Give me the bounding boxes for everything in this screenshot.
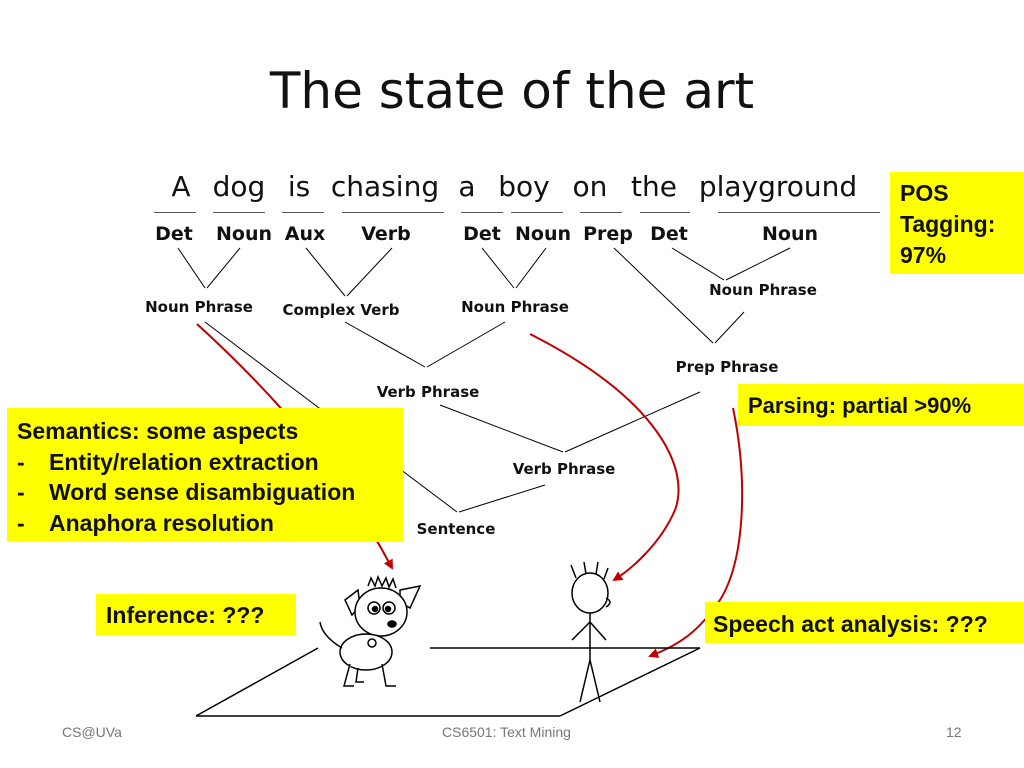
semantics-callout: Semantics: some aspects - Entity/relatio…: [7, 408, 403, 542]
word-underline: [461, 212, 503, 213]
semantics-item-text: Word sense disambiguation: [49, 479, 356, 505]
pos-tagging-line: 97%: [900, 242, 947, 268]
semantics-item: - Word sense disambiguation: [17, 477, 403, 508]
node-prep-phrase: Prep Phrase: [675, 358, 779, 376]
bullet-dash: -: [17, 448, 25, 475]
semantics-item: - Anaphora resolution: [17, 508, 403, 539]
boy-figure: [570, 561, 611, 703]
pos-tag: Noun: [761, 223, 819, 245]
pos-tag: Verb: [361, 223, 411, 245]
word-underline: [718, 212, 880, 213]
sentence-word: boy: [498, 170, 550, 203]
semantics-title: Semantics: some aspects: [17, 418, 299, 444]
slide-title: The state of the art: [269, 62, 755, 120]
word-underline: [511, 212, 563, 213]
pos-tag: Det: [463, 223, 501, 245]
word-underline: [580, 212, 622, 213]
sentence-word: chasing: [330, 170, 440, 203]
pos-tag: Det: [155, 223, 193, 245]
node-sentence: Sentence: [416, 520, 496, 538]
parsing-callout: Parsing: partial >90%: [738, 384, 1024, 426]
node-noun-phrase: Noun Phrase: [461, 298, 569, 316]
pos-tag: Prep: [583, 223, 633, 245]
node-noun-phrase: Noun Phrase: [709, 281, 817, 299]
sentence-word: playground: [698, 170, 858, 203]
pos-tagging-callout: POS Tagging: 97%: [890, 172, 1024, 274]
semantics-item: - Entity/relation extraction: [17, 447, 403, 478]
pos-tag: Aux: [284, 223, 326, 245]
inference-callout: Inference: ???: [96, 594, 296, 635]
word-underline: [213, 212, 265, 213]
semantics-item-text: Entity/relation extraction: [49, 448, 319, 475]
dog-figure: [319, 574, 422, 687]
sentence-word: on: [572, 170, 608, 203]
bullet-dash: -: [17, 479, 25, 505]
bullet-dash: -: [17, 509, 25, 536]
pos-tagging-line: POS: [900, 180, 949, 206]
footer-left: CS@UVa: [62, 724, 122, 740]
pos-tag: Noun: [514, 223, 572, 245]
word-underline: [342, 212, 444, 213]
pos-tag: Det: [650, 223, 688, 245]
pos-tag: Noun: [215, 223, 273, 245]
tree-lines: [177, 247, 791, 513]
word-underline: [282, 212, 324, 213]
page-number: 12: [946, 724, 962, 740]
playground-outline: [195, 647, 701, 717]
word-underline: [640, 212, 690, 213]
word-underline: [154, 212, 196, 213]
sentence-word: A: [171, 170, 191, 203]
node-complex-verb: Complex Verb: [282, 301, 400, 319]
semantics-item-text: Anaphora resolution: [49, 509, 274, 536]
sentence-word: the: [631, 170, 677, 203]
pos-tagging-line: Tagging:: [900, 211, 996, 237]
node-noun-phrase: Noun Phrase: [145, 298, 253, 316]
node-verb-phrase: Verb Phrase: [512, 460, 616, 478]
sentence-word: is: [287, 170, 311, 203]
sentence-word: dog: [212, 170, 266, 203]
speech-act-callout: Speech act analysis: ???: [705, 602, 1024, 643]
node-verb-phrase: Verb Phrase: [376, 383, 480, 401]
footer-center: CS6501: Text Mining: [442, 724, 571, 740]
sentence-word: a: [458, 170, 476, 203]
